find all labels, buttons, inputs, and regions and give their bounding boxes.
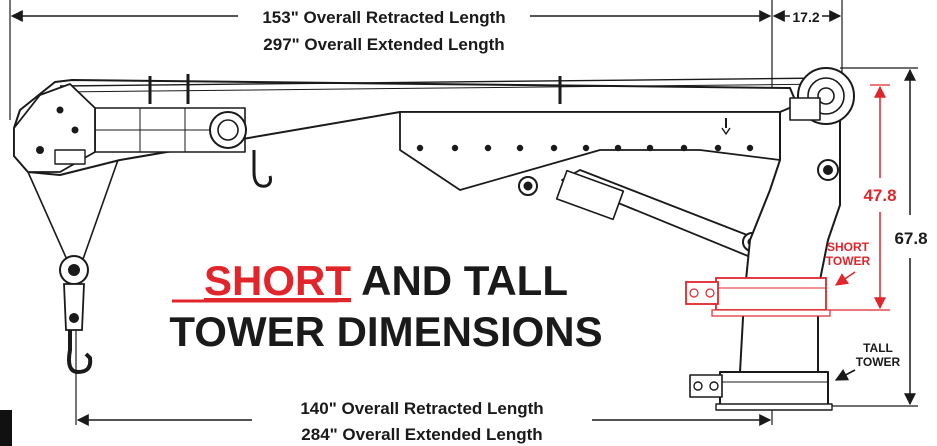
short-tower-callout-1: SHORT — [827, 240, 870, 254]
callout-arrows — [834, 271, 856, 381]
tall-tower-callout-2: TOWER — [856, 355, 901, 369]
title-and-tall: AND TALL — [351, 257, 568, 304]
right-dimensions — [830, 67, 918, 407]
title-line-1: SHORT AND TALL — [204, 257, 568, 304]
short-tower-callout-2: TOWER — [826, 254, 871, 268]
corner-block — [0, 410, 12, 446]
short-height-label: 47.8 — [863, 186, 896, 205]
bottom-retracted-label: 140" Overall Retracted Length — [300, 399, 543, 418]
title-short-word: SHORT — [204, 257, 351, 304]
tall-height-label: 67.8 — [894, 229, 927, 248]
top-retracted-label: 153" Overall Retracted Length — [262, 8, 505, 27]
top-dimension — [9, 0, 843, 120]
crane-drawing — [13, 67, 855, 411]
short-tower-base — [685, 277, 831, 317]
hook-block — [27, 159, 119, 375]
bottom-extended-label: 284" Overall Extended Length — [301, 425, 542, 444]
tall-tower-callout-1: TALL — [863, 341, 893, 355]
top-extended-label: 297" Overall Extended Length — [263, 35, 504, 54]
offset-label: 17.2 — [792, 9, 819, 25]
title-line-2: TOWER DIMENSIONS — [169, 308, 602, 355]
